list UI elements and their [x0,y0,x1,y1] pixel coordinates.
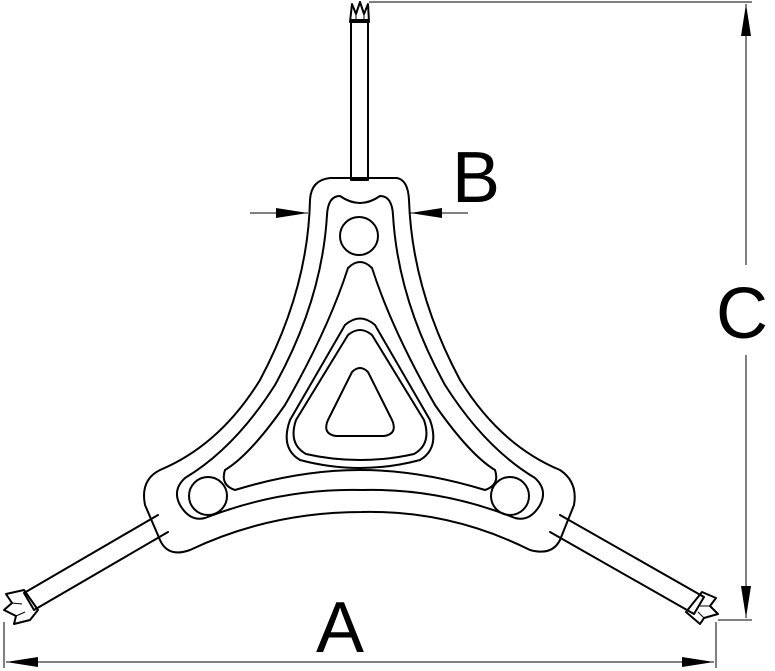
dimension-b: B [250,138,500,218]
dimension-a-label: A [316,588,364,668]
right-hole [490,476,530,516]
left-shaft [3,514,169,625]
dimension-a: A [3,588,717,668]
right-shaft [549,514,719,625]
left-hole [188,476,228,516]
top-shaft [349,1,370,181]
dimension-c-label: C [716,274,768,354]
dimension-b-label: B [452,138,500,218]
handle-body [143,177,576,554]
top-hole [339,216,379,256]
dimension-c: C [369,1,768,621]
